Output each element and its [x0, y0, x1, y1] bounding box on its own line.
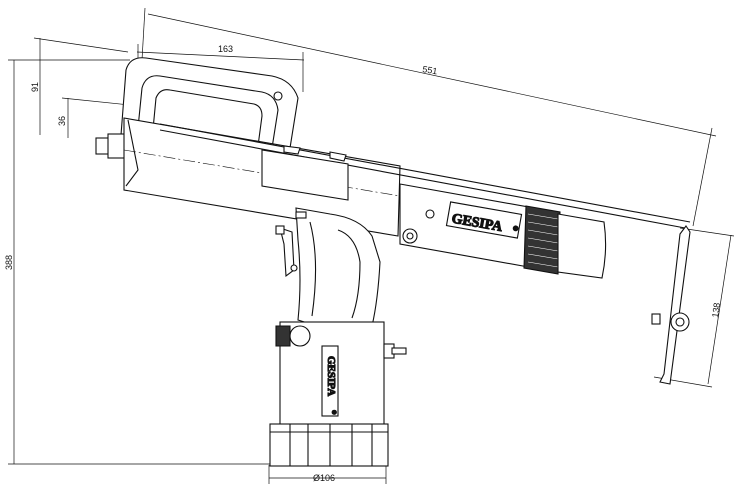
- dimension-labels: 163 551 91 36 388 138 Ø106: [4, 44, 722, 483]
- dim-line-163: [136, 51, 305, 61]
- dim-label-106: Ø106: [313, 473, 335, 483]
- grip: [275, 207, 381, 331]
- dim-label-163: 163: [218, 44, 233, 54]
- dim-label-138: 138: [710, 302, 722, 318]
- brand-registered-body: ®: [330, 410, 337, 415]
- dimension-lines: [8, 7, 734, 484]
- lower-housing: GESIPA ®: [269, 321, 407, 467]
- brand-registered-head: ®: [512, 224, 519, 233]
- brand-label-body: GESIPA: [325, 356, 337, 396]
- tool-body: GESIPA ®: [95, 117, 691, 385]
- dim-line-138: [707, 234, 732, 385]
- dim-label-91: 91: [30, 82, 40, 92]
- dim-line-551: [147, 13, 717, 137]
- dim-label-388: 388: [4, 255, 14, 270]
- dim-label-36: 36: [57, 116, 67, 126]
- dim-label-551: 551: [422, 64, 438, 76]
